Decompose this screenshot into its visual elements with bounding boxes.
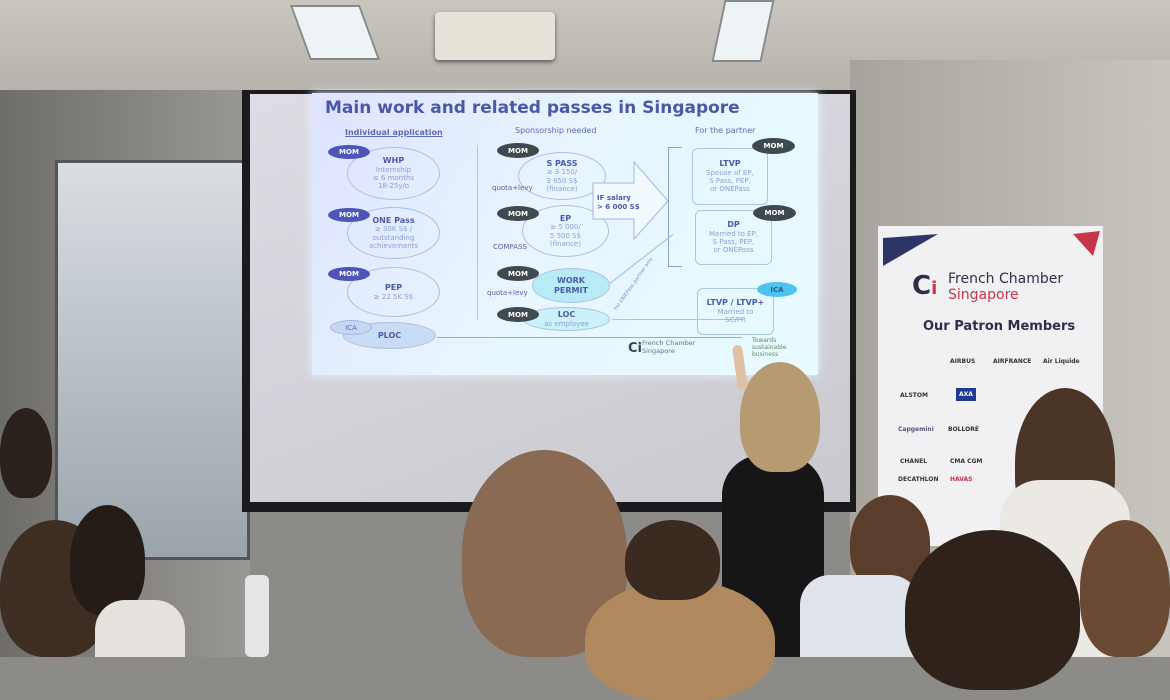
audience-member [70, 505, 145, 615]
ica-badge: ICA [330, 320, 372, 335]
audience-member [625, 520, 720, 600]
audience-member [905, 530, 1080, 690]
mom-badge: MOM [328, 208, 370, 222]
glass-window [55, 160, 250, 560]
member-logo: BOLLORÉ [948, 426, 979, 433]
banner-org-line1: French Chamber [948, 271, 1064, 287]
header-sponsorship: Sponsorship needed [515, 126, 597, 135]
member-logo: AIRBUS [950, 358, 976, 365]
mom-badge: MOM [328, 145, 370, 159]
connector-line [437, 337, 742, 338]
ica-badge: ICA [757, 282, 797, 297]
member-logo: Air Liquide [1043, 358, 1080, 365]
mom-badge: MOM [328, 267, 370, 281]
s-pass: S PASS≥ 3 150/3 650 S$(finance) [518, 152, 606, 200]
member-logo: AXA [956, 388, 976, 401]
cci-logo-icon: Ci [628, 341, 642, 356]
compass-label: COMPASS [493, 243, 527, 251]
member-logo: ALSTOM [900, 392, 928, 399]
footer-logo-line2: Singapore [642, 346, 675, 355]
banner-heading: Our Patron Members [923, 319, 1076, 334]
presenter-head [740, 362, 820, 472]
audience-member [1080, 520, 1170, 657]
footer-logo-line1: French Chamber [642, 339, 696, 347]
water-bottle [245, 575, 269, 657]
slide-title: Main work and related passes in Singapor… [325, 98, 740, 118]
mom-badge: MOM [752, 138, 795, 154]
audience-member-shirt [95, 600, 185, 657]
quota-levy-label: quota+levy [487, 289, 528, 297]
mom-badge: MOM [497, 266, 539, 281]
cci-logo-icon: Ci [912, 271, 938, 301]
audience-member-shirt [800, 575, 920, 657]
member-logo: AIRFRANCE [993, 358, 1032, 365]
member-logo: CHANEL [900, 458, 928, 465]
pep-pass: PEP≥ 22.5K S$ [347, 267, 440, 317]
presentation-slide: Main work and related passes in Singapor… [312, 93, 818, 375]
column-divider [477, 145, 478, 320]
member-logo: DECATHLON [898, 476, 939, 483]
footer-logo: Ci French Chamber Singapore [628, 339, 696, 356]
audience-member [0, 408, 52, 498]
mom-badge: MOM [753, 205, 796, 221]
quota-levy-label: quota+levy [492, 184, 533, 192]
mom-badge: MOM [497, 206, 539, 221]
footer-tagline: Towards sustainable business [752, 337, 787, 359]
ep-pass: EP≥ 5 000/5 500 S$(finance) [522, 205, 609, 257]
mom-badge: MOM [497, 307, 539, 322]
salary-condition: IF salary [597, 194, 631, 202]
partner-bracket [668, 147, 682, 267]
banner-corner-shapes [883, 231, 1100, 266]
connector-line [612, 319, 742, 320]
header-partner: For the partner [695, 126, 756, 135]
member-logo: CMA CGM [950, 458, 983, 465]
mom-badge: MOM [497, 143, 539, 158]
member-logo: HAVAS [950, 476, 973, 483]
salary-arrow [592, 161, 669, 241]
header-individual: Individual application [345, 128, 443, 137]
projector [435, 12, 555, 60]
member-logo: Capgemini [898, 426, 934, 433]
salary-threshold: > 6 000 S$ [597, 203, 640, 212]
banner-org-line2: Singapore [948, 287, 1019, 304]
